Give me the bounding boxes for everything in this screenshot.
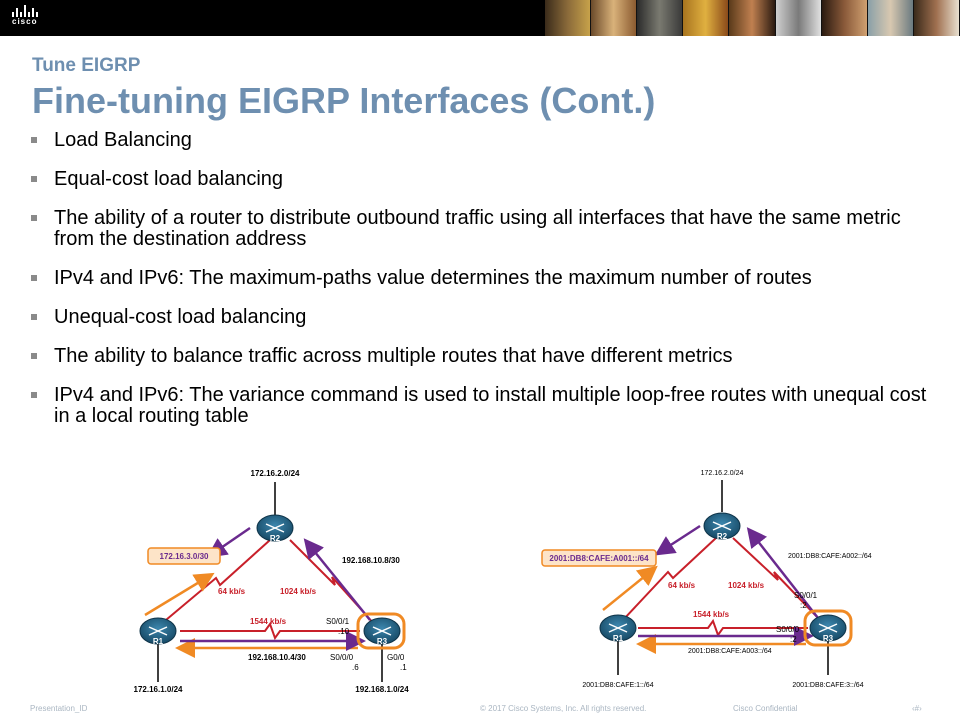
ipv4-topology-diagram: R2 R1 R3 172.16.2.0/24 172.16.3.0/30 192… [120, 460, 440, 700]
ipv6-purple-arrow-top [654, 524, 701, 556]
slide-pre-title: Tune EIGRP [32, 55, 141, 76]
if-addr-s001: :2 [800, 601, 807, 610]
footer-confidential: Cisco Confidential [733, 704, 798, 713]
bullet-item: The ability to balance traffic across mu… [30, 346, 935, 367]
router-r2[interactable]: R2 [703, 512, 741, 541]
link-label-r1r3: 192.168.10.4/30 [248, 653, 306, 662]
footer-page-number: ‹#› [912, 704, 922, 713]
router-label: R1 [153, 637, 164, 646]
bullet-item: Load Balancing [30, 130, 935, 151]
if-label-g00: G0/0 [387, 653, 405, 662]
ipv4-purple-arrow-top [206, 526, 251, 558]
ipv6-purple-arrow-r3r2 [746, 527, 819, 619]
link-label-r2r3: 2001:DB8:CAFE:A002::/64 [788, 553, 872, 560]
if-label-s000: S0/0/0 [330, 653, 354, 662]
if-label-s001: S0/0/1 [326, 617, 350, 626]
router-r2[interactable]: R2 [256, 514, 294, 543]
if-addr-s000: :2 [790, 635, 797, 644]
net-label-top: 172.16.2.0/24 [251, 469, 300, 478]
header-photo [821, 0, 868, 36]
bullet-text: The ability of a router to distribute ou… [54, 207, 901, 250]
bw-label-r1r2: 64 kb/s [668, 581, 696, 590]
bullet-square-icon [31, 137, 37, 143]
footer-copyright: © 2017 Cisco Systems, Inc. All rights re… [480, 704, 647, 713]
bullet-square-icon [31, 392, 37, 398]
link-r1-r3 [180, 621, 360, 641]
ipv6-topology-diagram: R2 R1 R3 172.16.2.0/24 2001:DB8:CAFE:A00… [538, 460, 878, 700]
bullet-square-icon [31, 314, 37, 320]
bw-label-r2r3: 1024 kb/s [280, 587, 317, 596]
bw-label-r1r2: 64 kb/s [218, 587, 246, 596]
dest-box-label: 172.16.3.0/30 [160, 552, 209, 561]
slide-title: Fine-tuning EIGRP Interfaces (Cont.) [32, 80, 656, 121]
router-label: R1 [613, 634, 624, 643]
dest-box-label: 2001:DB8:CAFE:A001::/64 [549, 554, 649, 563]
bullet-item: The ability of a router to distribute ou… [30, 208, 935, 250]
bullet-item: Unequal-cost load balancing [30, 307, 935, 328]
link-label-r2r3: 192.168.10.8/30 [342, 556, 400, 565]
link-r2-r3 [732, 537, 821, 621]
header-photo [913, 0, 960, 36]
bullet-item: IPv4 and IPv6: The variance command is u… [30, 385, 935, 427]
bullet-square-icon [31, 275, 37, 281]
bullet-text: Load Balancing [54, 129, 192, 151]
if-addr-g00: .1 [400, 663, 407, 672]
router-label: R2 [717, 532, 728, 541]
net-label-left: 2001:DB8:CAFE:1::/64 [582, 682, 653, 689]
router-label: R2 [270, 534, 281, 543]
bullet-square-icon [31, 215, 37, 221]
router-r3[interactable]: R3 [803, 609, 853, 647]
router-label: R3 [377, 637, 388, 646]
ipv4-purple-arrow-r3r2 [303, 538, 371, 621]
if-label-s000: S0/0/0 [776, 625, 800, 634]
ipv4-orange-arrow-r1 [144, 572, 215, 617]
bullet-text: IPv4 and IPv6: The variance command is u… [54, 384, 927, 427]
bullet-list: Load Balancing Equal-cost load balancing… [30, 130, 935, 445]
net-label-right: 192.168.1.0/24 [355, 685, 409, 694]
router-label: R3 [823, 634, 834, 643]
router-r1[interactable]: R1 [139, 617, 177, 646]
header-photo [545, 0, 592, 36]
bw-label-r1r3: 1544 kb/s [693, 610, 730, 619]
bw-label-r1r3: 1544 kb/s [250, 617, 287, 626]
bullet-text: Unequal-cost load balancing [54, 306, 307, 328]
link-r1-r2 [159, 539, 271, 626]
header-photo [591, 0, 638, 36]
if-label-s001: S0/0/1 [794, 591, 818, 600]
net-label-top: 172.16.2.0/24 [701, 470, 744, 477]
router-r3[interactable]: R3 [356, 612, 406, 650]
footer-presentation-id: Presentation_ID [30, 704, 88, 713]
header-photo [683, 0, 730, 36]
cisco-wordmark: cisco [12, 17, 38, 26]
bullet-square-icon [31, 176, 37, 182]
bullet-text: IPv4 and IPv6: The maximum-paths value d… [54, 267, 812, 289]
header-bar: cisco [0, 0, 960, 36]
header-photo [637, 0, 684, 36]
link-r1-r2 [622, 537, 717, 621]
net-label-left: 172.16.1.0/24 [134, 685, 183, 694]
bullet-text: Equal-cost load balancing [54, 168, 284, 190]
net-label-right: 2001:DB8:CAFE:3::/64 [792, 682, 863, 689]
router-r1[interactable]: R1 [599, 614, 637, 643]
header-photo [729, 0, 776, 36]
header-photo [775, 0, 822, 36]
header-photo-strip [545, 0, 960, 36]
ipv6-orange-arrow-r1 [602, 565, 658, 611]
bullet-text: The ability to balance traffic across mu… [54, 345, 733, 367]
bullet-square-icon [31, 353, 37, 359]
link-label-r1r3: 2001:DB8:CAFE:A003::/64 [688, 648, 772, 655]
cisco-bridge-icon [12, 5, 38, 17]
if-addr-s000: .6 [352, 663, 359, 672]
header-photo [867, 0, 914, 36]
bullet-item: Equal-cost load balancing [30, 169, 935, 190]
dest-box [541, 549, 657, 567]
bullet-item: IPv4 and IPv6: The maximum-paths value d… [30, 268, 935, 289]
cisco-logo [6, 4, 56, 32]
if-addr-s001: .10 [338, 627, 350, 636]
bw-label-r2r3: 1024 kb/s [728, 581, 765, 590]
dest-box [147, 547, 221, 565]
link-r1-r3 [638, 618, 808, 638]
